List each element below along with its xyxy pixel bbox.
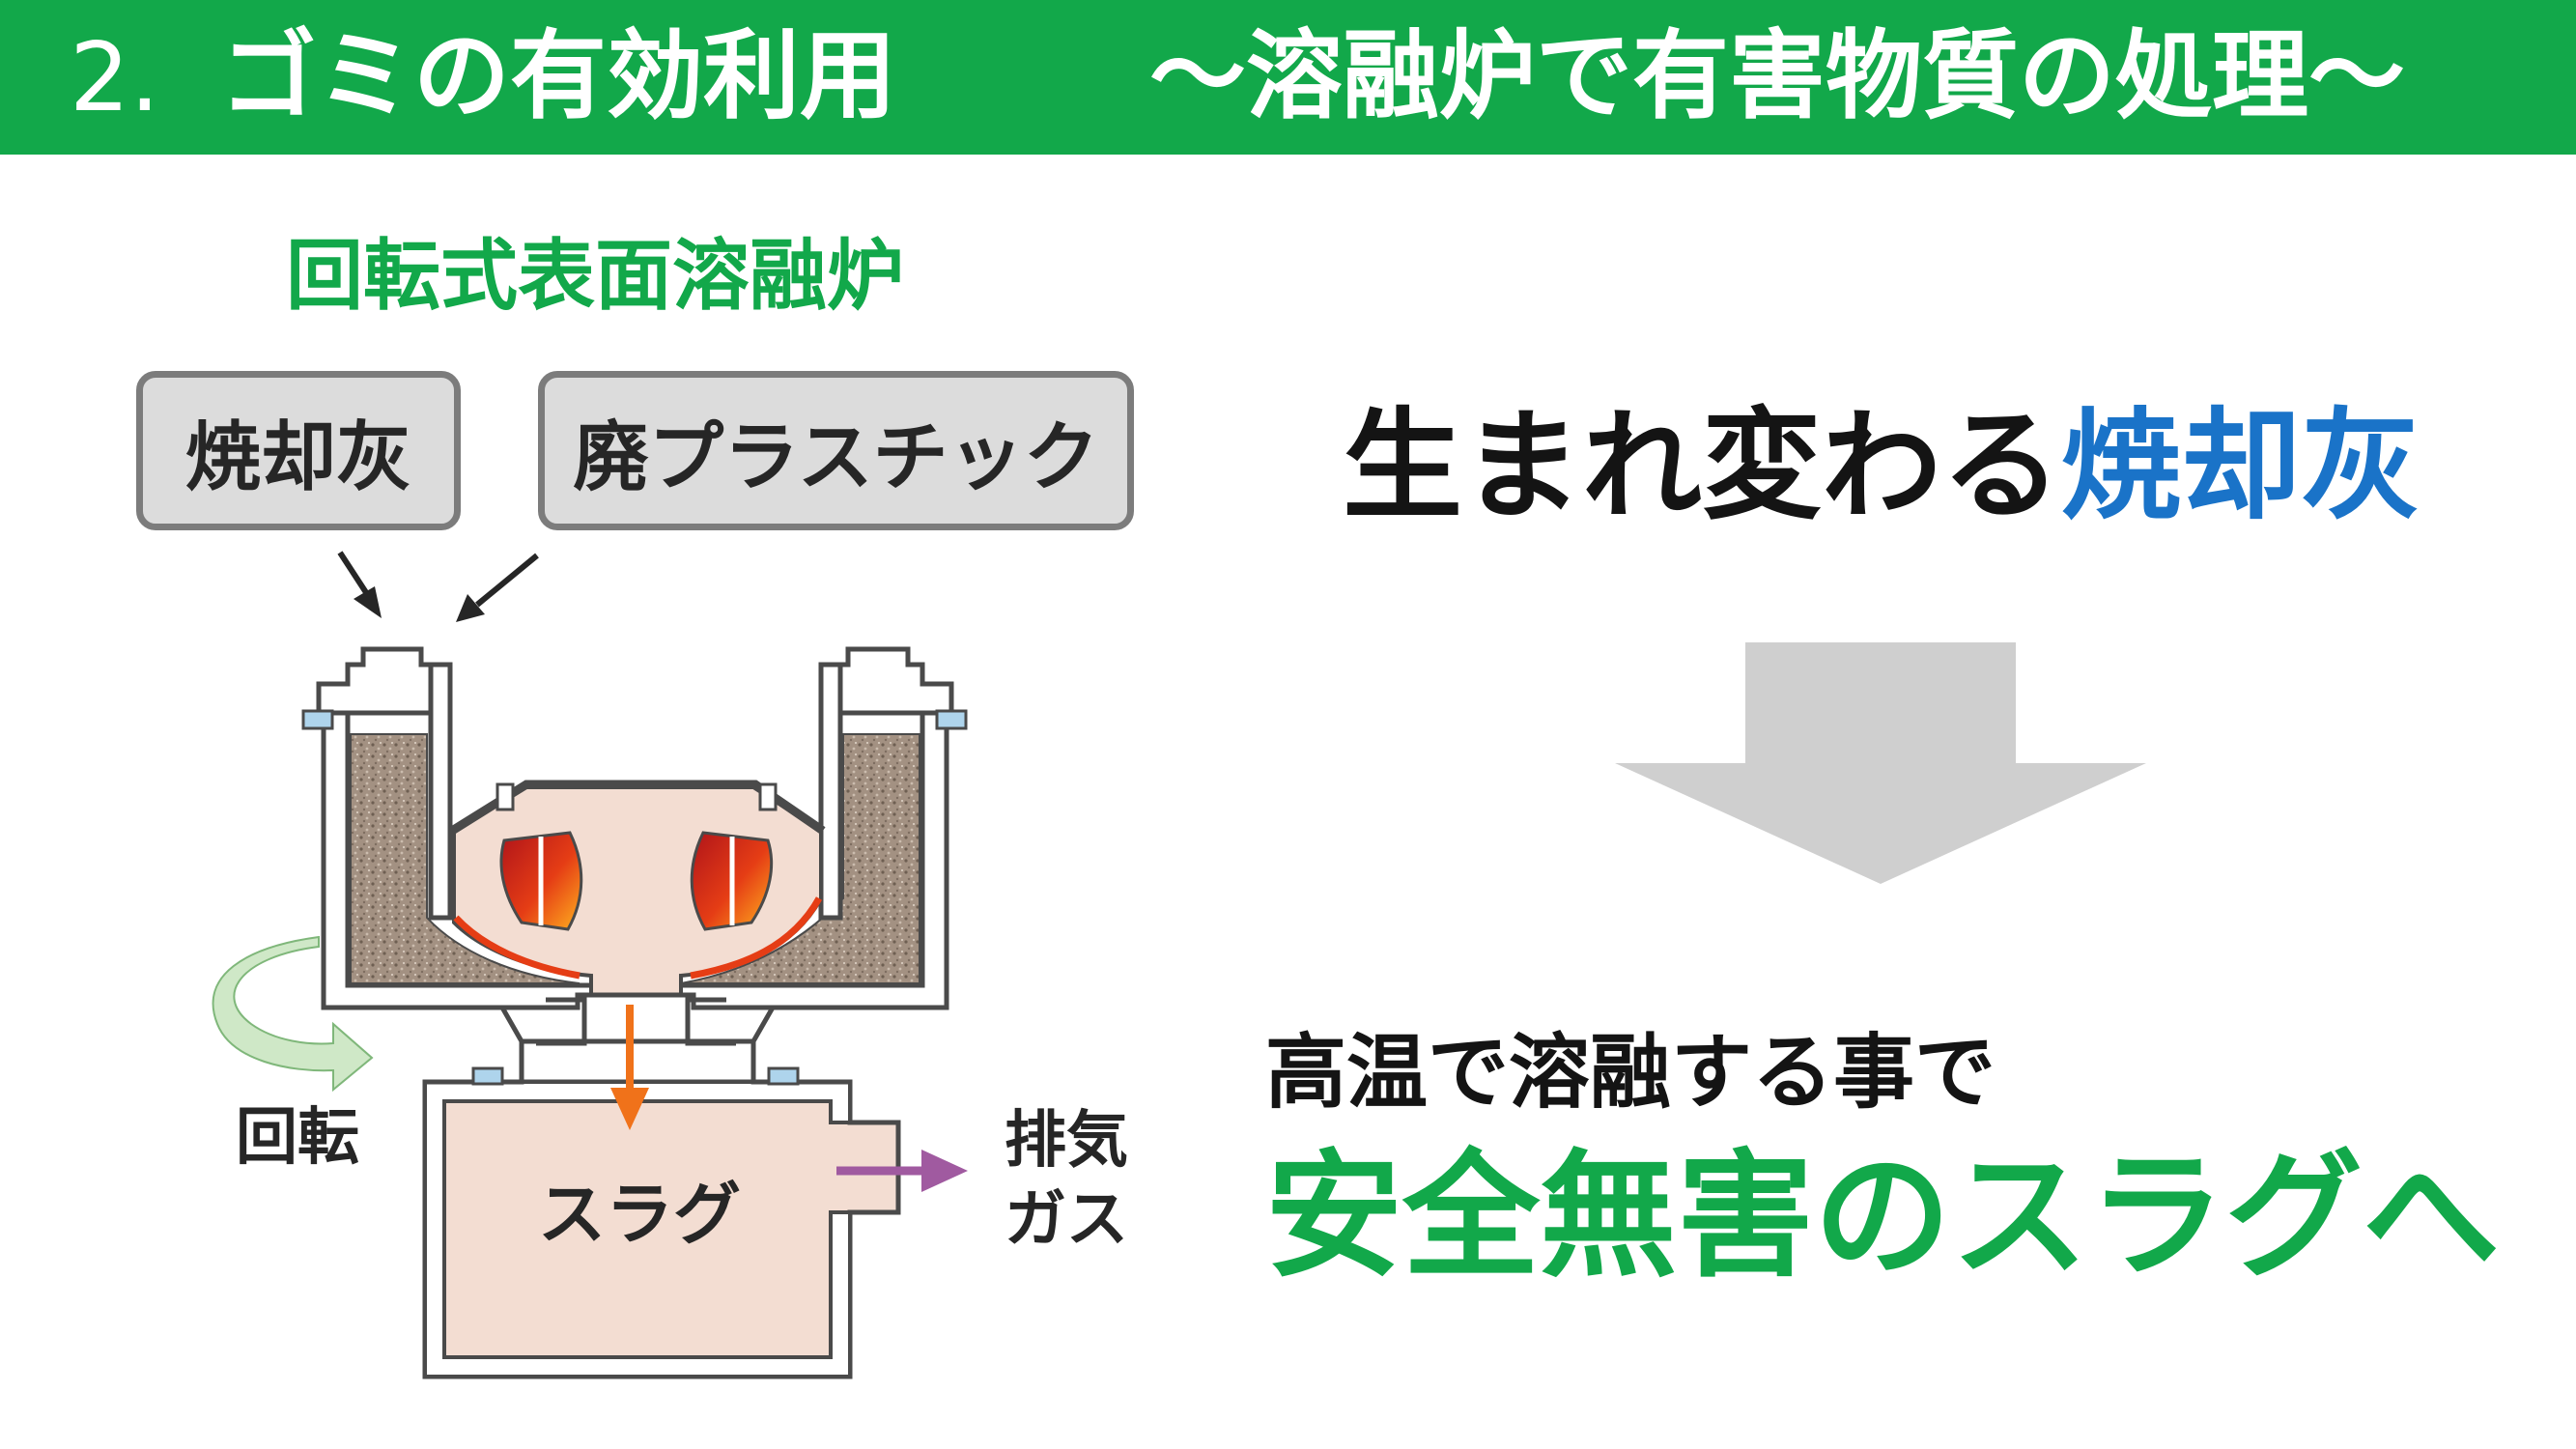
slag-chamber bbox=[422, 1038, 901, 1379]
headline: 生まれ変わる焼却灰 bbox=[1343, 394, 2420, 539]
feed-chute-right bbox=[818, 662, 843, 921]
feed-arrow-right bbox=[456, 553, 539, 622]
page-subtitle: ～溶融炉で有害物質の処理～ bbox=[1149, 19, 2405, 132]
input-box-incineration-ash: 焼却灰 bbox=[136, 371, 461, 530]
feed-chute-left bbox=[428, 662, 453, 921]
molten-slag-left bbox=[453, 915, 580, 980]
rotation-label: 回転 bbox=[236, 1102, 359, 1174]
exhaust-label-line1: 排気 bbox=[1005, 1105, 1128, 1177]
input-label-waste-plastic: 廃プラスチック bbox=[573, 413, 1099, 501]
slag-label: スラグ bbox=[538, 1175, 741, 1254]
exhaust-gas-arrow bbox=[836, 1150, 968, 1192]
feed-arrow-left bbox=[337, 551, 382, 618]
slag-drop-arrow bbox=[610, 1005, 649, 1130]
ash-layer-left bbox=[350, 733, 580, 984]
down-arrow-icon bbox=[1615, 642, 2146, 884]
input-box-waste-plastic: 廃プラスチック bbox=[538, 371, 1134, 530]
input-label-incineration-ash: 焼却灰 bbox=[184, 413, 411, 501]
exhaust-gas-label: 排気 ガス bbox=[1005, 1101, 1128, 1260]
header-bar: 2. ゴミの有効利用 ～溶融炉で有害物質の処理～ bbox=[0, 0, 2576, 155]
process-note: 高温で溶融する事で bbox=[1265, 1025, 1996, 1120]
rotating-bowl bbox=[301, 646, 968, 1010]
burner-flame-left bbox=[499, 831, 583, 931]
headline-prefix: 生まれ変わる bbox=[1343, 397, 2062, 536]
exhaust-label-line2: ガス bbox=[1005, 1184, 1128, 1256]
molten-slag-right bbox=[690, 896, 823, 980]
rotation-arrow bbox=[212, 935, 374, 1093]
furnace-diagram bbox=[212, 551, 968, 1379]
furnace-title: 回転式表面溶融炉 bbox=[286, 231, 904, 321]
burner-flame-right bbox=[690, 831, 774, 931]
result-text: 安全無害のスラグへ bbox=[1265, 1137, 2500, 1296]
section-number: 2. bbox=[70, 23, 160, 133]
headline-highlight: 焼却灰 bbox=[2061, 397, 2421, 536]
page-title: ゴミの有効利用 bbox=[220, 19, 896, 132]
